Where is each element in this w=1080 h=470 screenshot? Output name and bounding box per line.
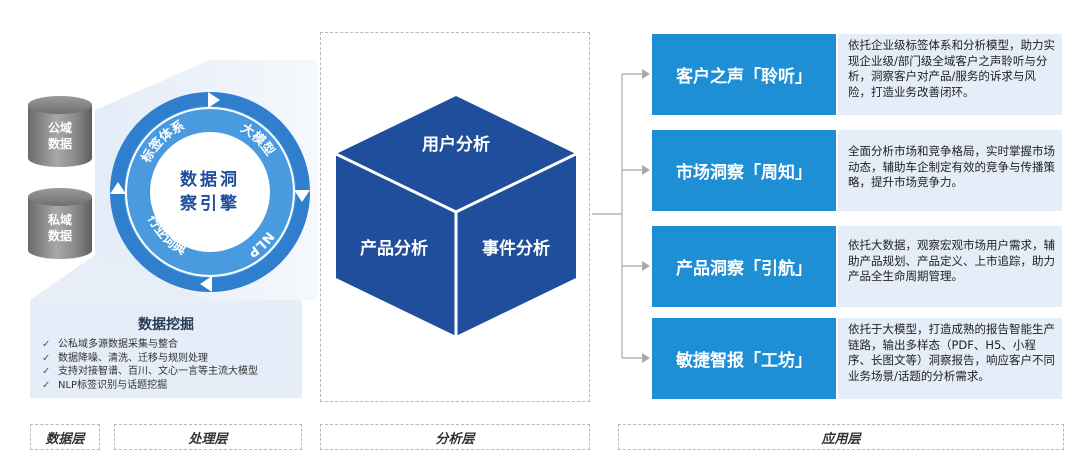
list-item: ✓公私域多源数据采集与整合 [42,339,178,350]
check-icon: ✓ [42,379,51,391]
cube-right-face [456,154,576,336]
analysis-frame [320,32,590,402]
app-row-agile-report: 敏捷智报「工坊」 依托于大模型，打造成熟的报告智能生产链路，输出多样态（PDF、… [652,318,1062,399]
check-icon: ✓ [42,352,51,364]
check-icon: ✓ [42,339,51,350]
app-title: 客户之声「聆听」 [652,34,836,115]
engine-center: 数据洞察引擎 [152,134,268,250]
app-title: 产品洞察「引航」 [652,226,836,307]
app-title: 敏捷智报「工坊」 [652,318,836,399]
data-mining-title: 数据挖掘 [138,317,194,333]
application-layer-label: 应用层 [618,424,1064,450]
engine-title-line2: 察引擎 [180,194,240,214]
private-data-label-1: 私域 [47,213,72,227]
data-layer-label: 数据层 [30,424,100,450]
check-icon: ✓ [42,366,51,377]
public-data-label-2: 数据 [47,137,72,151]
app-description: 依托大数据，观察宏观市场用户需求，辅助产品规划、产品定义、上市追踪，助力产品全生… [838,226,1062,307]
analysis-layer-label: 分析层 [320,424,590,450]
app-title: 市场洞察「周知」 [652,130,836,211]
event-analysis-label: 事件分析 [482,238,550,259]
insight-engine-ring: 标签体系 大模型 NLP 行业词典 数据洞察引擎 [108,90,312,294]
user-analysis-label: 用户分析 [422,134,490,155]
arrow-right-icon [642,353,650,363]
app-description: 依托于大模型，打造成熟的报告智能生产链路，输出多样态（PDF、H5、小程序、长图… [838,318,1062,399]
list-item: ✓支持对接智谱、百川、文心一言等主流大模型 [42,366,258,377]
data-mining-panel: 数据挖掘 ✓公私域多源数据采集与整合 ✓数据降噪、清洗、迁移与规则处理 ✓支持对… [30,306,302,398]
analysis-cube: 用户分析 产品分析 事件分析 [336,96,576,336]
app-row-voice-of-customer: 客户之声「聆听」 依托企业级标签体系和分析模型，助力实现企业级/部门级全域客户之… [652,34,1062,115]
cube-left-face [336,154,456,336]
private-data-label-2: 数据 [47,229,72,243]
public-data-label-1: 公域 [47,121,72,135]
engine-title-line1: 数据洞 [180,170,240,190]
arrow-right-icon [642,69,650,79]
product-analysis-label: 产品分析 [360,238,428,259]
app-description: 依托企业级标签体系和分析模型，助力实现企业级/部门级全域客户之声聆听与分析，洞察… [838,34,1062,115]
processing-layer-label: 处理层 [114,424,302,450]
app-description: 全面分析市场和竞争格局，实时掌握市场动态，辅助车企制定有效的竞争与传播策略，提升… [838,130,1062,211]
app-row-product-insight: 产品洞察「引航」 依托大数据，观察宏观市场用户需求，辅助产品规划、产品定义、上市… [652,226,1062,307]
arrow-right-icon [642,165,650,175]
arrow-right-icon [642,261,650,271]
app-row-market-insight: 市场洞察「周知」 全面分析市场和竞争格局，实时掌握市场动态，辅助车企制定有效的竞… [652,130,1062,211]
list-item: ✓数据降噪、清洗、迁移与规则处理 [42,352,208,364]
list-item: ✓NLP标签识别与话题挖掘 [42,379,168,391]
data-mining-list: ✓公私域多源数据采集与整合 ✓数据降噪、清洗、迁移与规则处理 ✓支持对接智谱、百… [42,338,302,392]
